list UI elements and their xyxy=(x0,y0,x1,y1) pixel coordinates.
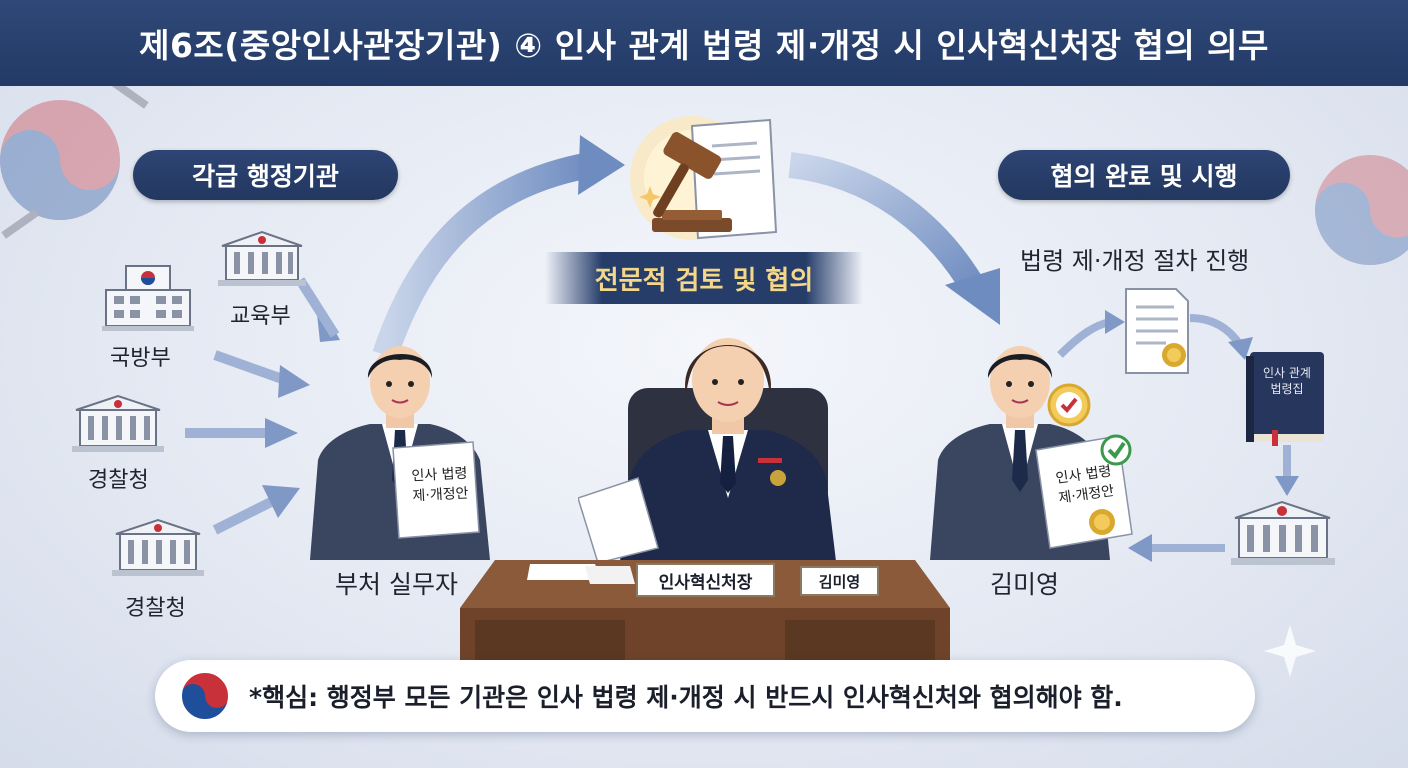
director-figure xyxy=(578,338,838,578)
section-label-completion: 협의 완료 및 시행 xyxy=(998,150,1290,200)
key-point-text: *핵심: 행정부 모든 기관은 인사 법령 제·개정 시 반드시 인사혁신처와 … xyxy=(249,683,1123,712)
key-point-footer: *핵심: 행정부 모든 기관은 인사 법령 제·개정 시 반드시 인사혁신처와 … xyxy=(155,660,1255,732)
taegeuk-emblem-icon xyxy=(180,671,230,721)
building-icon xyxy=(72,394,164,452)
agency-label-police-1: 경찰청 xyxy=(88,468,149,493)
law-book-line2: 법령집 xyxy=(1270,382,1304,396)
building-icon xyxy=(1231,500,1335,565)
page-title: 제6조(중앙인사관장기관) ④ 인사 관계 법령 제·개정 시 인사혁신처장 협… xyxy=(139,26,1269,65)
ministry-official-label: 부처 실무자 xyxy=(335,570,458,599)
building-icon xyxy=(218,230,306,286)
approved-document xyxy=(1035,434,1133,549)
director-title-nameplate: 인사혁신처장 xyxy=(636,563,775,597)
process-label: 법령 제·개정 절차 진행 xyxy=(1020,247,1250,275)
document-seal-icon xyxy=(1125,288,1189,374)
building-icon xyxy=(112,518,204,576)
right-official-label: 김미영 xyxy=(990,570,1060,599)
agency-label-defense: 국방부 xyxy=(110,346,171,371)
law-book-line1: 인사 관계 xyxy=(1263,366,1311,380)
law-book-icon xyxy=(1246,352,1324,446)
agency-label-education: 교육부 xyxy=(230,304,291,329)
building-icon xyxy=(102,265,194,331)
section-label-agencies: 각급 행정기관 xyxy=(133,150,398,200)
law-book-title: 인사 관계 법령집 xyxy=(1252,365,1322,397)
check-badge-icon xyxy=(1047,383,1091,427)
review-banner: 전문적 검토 및 협의 xyxy=(545,252,863,304)
header-bar: 제6조(중앙인사관장기관) ④ 인사 관계 법령 제·개정 시 인사혁신처장 협… xyxy=(0,0,1408,86)
director-name-nameplate: 김미영 xyxy=(800,566,879,596)
agency-label-police-2: 경찰청 xyxy=(125,596,186,621)
draft-document-text: 인사 법령 제·개정안 xyxy=(399,463,481,507)
draft-document xyxy=(392,441,480,539)
draft-document-line2: 제·개정안 xyxy=(412,485,469,505)
gavel-document-icon xyxy=(630,116,778,240)
